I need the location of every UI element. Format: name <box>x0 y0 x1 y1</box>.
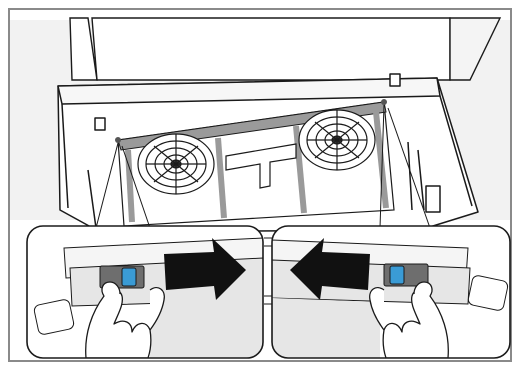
fan-right <box>299 110 375 170</box>
detail-panel-left <box>27 226 263 358</box>
fan-left <box>138 134 214 194</box>
hood-slot-right <box>390 74 400 86</box>
hood-slot-left <box>95 118 105 130</box>
chimney-outline <box>70 18 500 80</box>
detail-panel-right <box>272 226 510 358</box>
